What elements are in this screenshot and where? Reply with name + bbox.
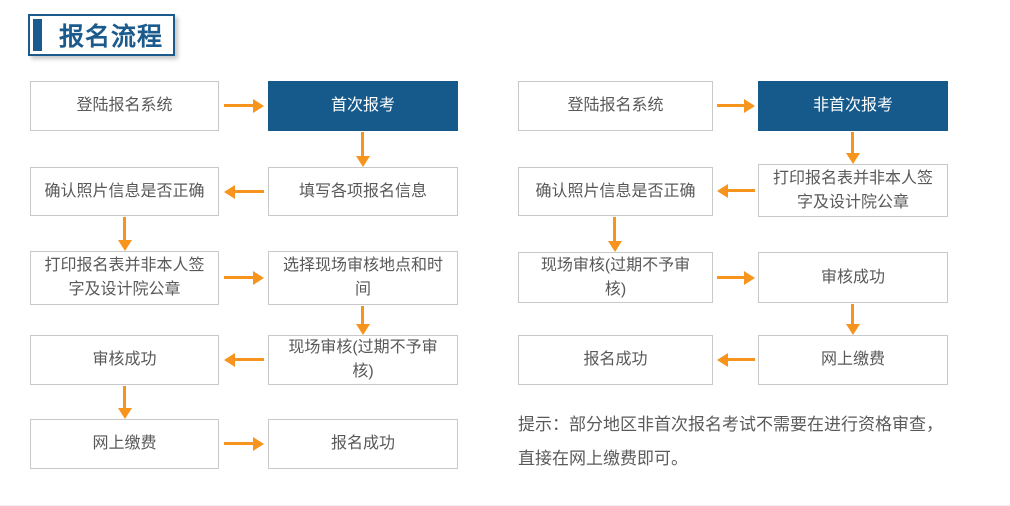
flow-step-confirm-photo-first: 确认照片信息是否正确 — [30, 167, 219, 216]
flow-step-review-success-first: 审核成功 — [30, 335, 219, 385]
flow-step-onsite-review-repeat: 现场审核(过期不予审核) — [518, 252, 713, 303]
page-title: 报名流程 — [28, 14, 175, 56]
arrow-left-icon — [727, 358, 755, 361]
flow-step-pay-online-first: 网上缴费 — [30, 419, 219, 469]
flow-step-review-success-repeat: 审核成功 — [758, 252, 948, 303]
arrow-left-icon — [234, 358, 264, 361]
title-accent-bar — [33, 19, 42, 51]
note-line-2: 直接在网上缴费即可。 — [518, 449, 688, 468]
arrow-right-icon — [224, 442, 254, 445]
arrow-left-icon — [727, 189, 755, 192]
flow-step-print-form-first: 打印报名表并非本人签字及设计院公章 — [30, 251, 219, 305]
arrow-down-icon — [851, 132, 854, 154]
arrow-down-icon — [123, 386, 126, 409]
arrow-right-icon — [224, 276, 254, 279]
note-text: 提示：部分地区非首次报名考试不需要在进行资格审查， 直接在网上缴费即可。 — [518, 408, 998, 476]
flow-step-confirm-photo-repeat: 确认照片信息是否正确 — [518, 167, 713, 216]
flow-step-onsite-review-first: 现场审核(过期不予审核) — [268, 335, 458, 385]
arrow-left-icon — [234, 190, 264, 193]
flow-step-pay-online-repeat: 网上缴费 — [758, 335, 948, 385]
flow-step-register-success-first: 报名成功 — [268, 419, 458, 469]
arrow-down-icon — [613, 217, 616, 242]
arrow-right-icon — [224, 104, 254, 107]
note-line-1: 提示：部分地区非首次报名考试不需要在进行资格审查， — [518, 415, 943, 434]
arrow-right-icon — [717, 104, 745, 107]
flow-step-register-success-repeat: 报名成功 — [518, 335, 713, 385]
flow-step-login-repeat: 登陆报名系统 — [518, 81, 713, 131]
flow-step-fill-info: 填写各项报名信息 — [268, 167, 458, 216]
arrow-down-icon — [123, 217, 126, 241]
page-title-text: 报名流程 — [59, 23, 164, 51]
flow-step-repeat-exam: 非首次报考 — [758, 81, 948, 131]
arrow-down-icon — [851, 304, 854, 325]
flow-step-choose-site-time: 选择现场审核地点和时间 — [268, 251, 458, 305]
arrow-down-icon — [361, 306, 364, 325]
flow-step-print-form-repeat: 打印报名表并非本人签字及设计院公章 — [758, 164, 948, 217]
flow-step-login-first: 登陆报名系统 — [30, 81, 219, 131]
arrow-right-icon — [717, 276, 745, 279]
flow-step-first-exam: 首次报考 — [268, 81, 458, 131]
arrow-down-icon — [361, 132, 364, 157]
